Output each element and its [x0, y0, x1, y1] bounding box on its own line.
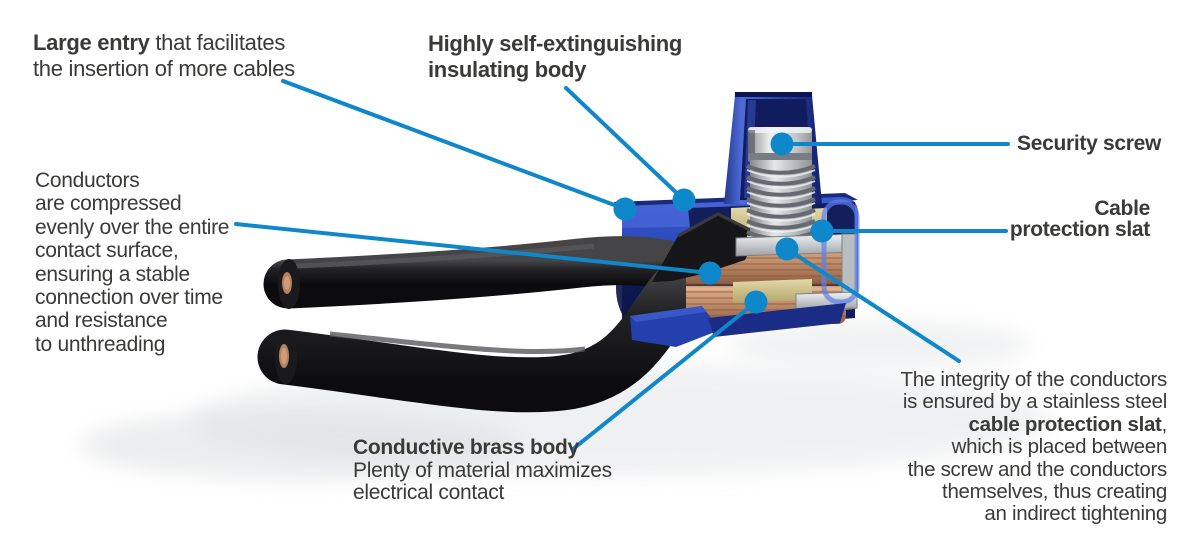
- integrity-line1: The integrity of the conductors: [900, 368, 1168, 391]
- black-cables: [257, 236, 730, 413]
- integrity-line7: an indirect tightening: [984, 502, 1167, 526]
- conductors-line: ensuring a stable: [35, 262, 190, 286]
- callout-dot-brass-body: [744, 290, 768, 314]
- annotation-security-screw: Security screw: [1017, 131, 1161, 156]
- cable-jacket-cut: [652, 212, 759, 282]
- conductors-line: are compressed: [35, 192, 182, 216]
- integrity-line4: which is placed between: [951, 435, 1168, 459]
- callout-dot-protection-slat: [810, 219, 834, 243]
- annotation-protection-slat: Cable protection slat: [1010, 198, 1150, 240]
- integrity-bold: cable protection slat: [968, 412, 1162, 436]
- upper-cable: [263, 236, 701, 309]
- callout-dot-large-entry: [613, 197, 637, 221]
- callout-dot-security-screw: [770, 132, 794, 156]
- integrity-line6: themselves, thus creating: [942, 480, 1167, 504]
- brass-body-line3: electrical contact: [353, 481, 505, 505]
- integrity-line2: is ensured by a stainless steel: [902, 390, 1167, 414]
- leader-integrity: [785, 247, 961, 363]
- callout-dot-insulating-body: [672, 188, 696, 212]
- leader-large-entry: [281, 79, 627, 211]
- leader-conductors: [234, 222, 712, 275]
- leader-brass-body: [571, 300, 758, 451]
- body-foot: [630, 303, 846, 347]
- large-entry-regular: that facilitates: [149, 30, 286, 55]
- callout-dots: [613, 132, 834, 314]
- annotation-conductors: Conductors are compressed evenly over th…: [35, 169, 229, 356]
- insulating-line2: insulating body: [428, 57, 587, 82]
- integrity-line5: the screw and the conductors: [907, 457, 1168, 481]
- conductors-line: Conductors: [35, 169, 140, 192]
- security-screw-label: Security screw: [1017, 132, 1162, 155]
- leader-insulating-body: [564, 86, 686, 202]
- conductors-line: and resistance: [35, 309, 168, 333]
- integrity-line3-tail: ,: [1161, 412, 1168, 436]
- large-entry-bold: Large entry: [33, 30, 150, 55]
- integrity-line3: cable protection slat,: [901, 412, 1168, 436]
- insulating-line1: Highly self-extinguishing: [428, 31, 683, 56]
- conductors-line: evenly over the entire: [35, 215, 230, 239]
- conductors-line: connection over time: [35, 286, 223, 310]
- screw-threads: [746, 160, 816, 252]
- callout-dot-conductors: [698, 261, 722, 285]
- callout-dot-integrity: [775, 237, 799, 261]
- slat-line1: Cable: [1094, 197, 1150, 220]
- annotation-large-entry: Large entry that facilitates the inserti…: [33, 30, 295, 82]
- large-entry-line1: Large entry that facilitates: [33, 30, 295, 56]
- annotation-integrity: The integrity of the conductors is ensur…: [900, 368, 1168, 526]
- conductors-line: contact surface,: [35, 239, 179, 263]
- brass-body-title: Conductive brass body: [353, 436, 579, 459]
- annotation-insulating-body: Highly self-extinguishing insulating bod…: [428, 31, 682, 83]
- large-entry-line2: the insertion of more cables: [33, 56, 295, 81]
- conductors-line: to unthreading: [35, 332, 166, 356]
- leader-lines: [234, 79, 1010, 451]
- annotation-brass-body: Conductive brass body Plenty of material…: [353, 436, 612, 505]
- slat-line2: protection slat: [1009, 218, 1150, 241]
- lower-cable: [257, 244, 730, 413]
- body-right-edge-highlight: [821, 199, 860, 305]
- brass-body-line2: Plenty of material maximizes: [353, 458, 612, 482]
